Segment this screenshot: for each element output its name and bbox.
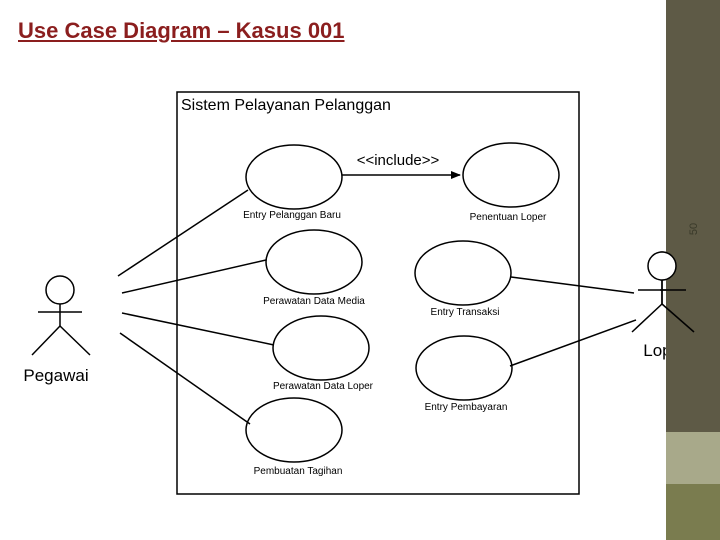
use-case-entry-pelanggan-baru: Entry Pelanggan Baru bbox=[243, 144, 343, 221]
use-case-label: Penentuan Loper bbox=[470, 212, 547, 223]
actor-loper-overflow bbox=[660, 251, 695, 333]
use-case-diagram: Sistem Pelayanan Pelanggan Entry Pelangg… bbox=[23, 91, 666, 495]
actor-pegawai: Pegawai bbox=[23, 275, 91, 385]
use-case-penentuan-loper: Penentuan Loper bbox=[462, 142, 560, 223]
use-case-label: Pembuatan Tagihan bbox=[254, 466, 343, 477]
use-case-perawatan-data-loper: Perawatan Data Loper bbox=[272, 315, 374, 392]
sidebar-block-light bbox=[666, 432, 720, 484]
system-boundary bbox=[176, 91, 580, 495]
use-case-entry-pembayaran: Entry Pembayaran bbox=[415, 335, 513, 413]
actor-label: Loper bbox=[643, 341, 666, 360]
actor-label: Pegawai bbox=[23, 366, 88, 385]
page-number: 50 bbox=[688, 222, 700, 236]
association-line bbox=[121, 312, 275, 346]
association-line bbox=[119, 332, 251, 425]
use-case-label: Perawatan Data Loper bbox=[273, 381, 374, 392]
use-case-label: Entry Pembayaran bbox=[425, 402, 508, 413]
use-case-label: Entry Transaksi bbox=[431, 307, 500, 318]
use-case-pembuatan-tagihan: Pembuatan Tagihan bbox=[245, 397, 343, 477]
association-line bbox=[117, 189, 249, 277]
use-case-entry-transaksi: Entry Transaksi bbox=[414, 240, 512, 318]
use-case-perawatan-data-media: Perawatan Data Media bbox=[263, 229, 365, 307]
association-line bbox=[121, 259, 267, 294]
system-name: Sistem Pelayanan Pelanggan bbox=[181, 97, 391, 114]
include-label: <<include>> bbox=[357, 152, 440, 169]
use-case-label: Entry Pelanggan Baru bbox=[243, 210, 341, 221]
association-line bbox=[510, 276, 635, 294]
association-line bbox=[509, 319, 637, 367]
slide-title: Use Case Diagram – Kasus 001 bbox=[18, 18, 345, 43]
use-case-label: Perawatan Data Media bbox=[263, 296, 365, 307]
sidebar-block-dark bbox=[666, 484, 720, 540]
